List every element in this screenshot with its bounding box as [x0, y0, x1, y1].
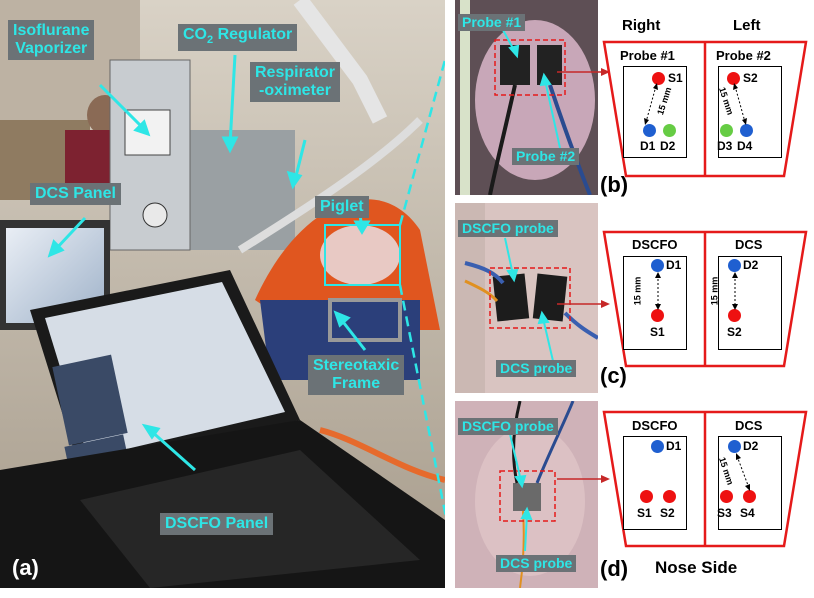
- panel-d-arrow: [557, 475, 610, 483]
- vaporizer-label-line1: Isoflurane: [13, 22, 90, 39]
- panel-b-probe1-label: Probe #1: [458, 14, 526, 31]
- regulator-text: Regulator: [213, 26, 293, 43]
- probe1-distance-arrow: [644, 83, 658, 125]
- vaporizer-label-line2: Vaporizer: [15, 40, 88, 57]
- d-source-s4-dot: [743, 490, 756, 503]
- stereotaxic-frame-label: Stereotaxic Frame: [308, 355, 405, 395]
- panel-b-box2-title: Probe #2: [716, 48, 771, 63]
- c-d2-label: D2: [743, 258, 759, 272]
- co2-regulator-label: CO2 Regulator: [178, 24, 298, 52]
- d3-label: D3: [717, 139, 733, 153]
- panel-b-box1-title: Probe #1: [620, 48, 675, 63]
- probe2-distance-arrow: [733, 83, 747, 125]
- d-d2-label: D2: [743, 439, 759, 453]
- co2-text: CO: [183, 26, 207, 43]
- panel-c-dscfo-probe-label: DSCFO probe: [458, 220, 558, 237]
- c-dcs-15mm-label: 15 mm: [709, 276, 720, 306]
- source-s1-dot: [652, 72, 665, 85]
- d-source-s3-dot: [720, 490, 733, 503]
- c-detector-d1-dot: [651, 259, 664, 272]
- nose-side-label: Nose Side: [655, 558, 738, 577]
- c-source-s2-dot: [728, 309, 741, 322]
- panel-c-box1-title: DSCFO: [632, 237, 678, 252]
- c-dscfo-15mm-label: 15 mm: [632, 276, 643, 306]
- detector-d2-dot: [663, 124, 676, 137]
- d-s3-label: S3: [717, 506, 732, 520]
- detector-d1-dot: [643, 124, 656, 137]
- d2-label: D2: [660, 139, 676, 153]
- lab-photo: [0, 0, 445, 588]
- respirator-label-line2: -oximeter: [259, 82, 332, 99]
- s1-label: S1: [668, 71, 683, 85]
- c-dcs-distance-arrow: [732, 272, 738, 310]
- d-source-s1-dot: [640, 490, 653, 503]
- panel-b-probe2-label: Probe #2: [512, 148, 580, 165]
- d-detector-d1-dot: [651, 440, 664, 453]
- panel-d-box2-title: DCS: [735, 418, 763, 433]
- col-right-header: Right: [622, 17, 661, 34]
- c-s1-label: S1: [650, 325, 665, 339]
- panel-c-arrow: [557, 300, 610, 308]
- dcs-panel-label: DCS Panel: [30, 183, 121, 205]
- d-s4-label: S4: [740, 506, 755, 520]
- d-s1-label: S1: [637, 506, 652, 520]
- c-dscfo-distance-arrow: [655, 272, 661, 310]
- isoflurane-vaporizer-label: Isoflurane Vaporizer: [8, 20, 95, 60]
- d-dcs-distance-arrow: [736, 453, 750, 491]
- co2-subscript: 2: [207, 34, 214, 47]
- panel-d-dcs-probe-label: DCS probe: [496, 555, 577, 572]
- dcs-layout-box: [718, 256, 782, 350]
- panel-a-letter: (a): [12, 555, 39, 580]
- dscfo-panel-label: DSCFO Panel: [160, 513, 274, 535]
- c-source-s1-dot: [651, 309, 664, 322]
- col-left-header: Left: [733, 17, 761, 34]
- d-d1-label: D1: [666, 439, 682, 453]
- source-s2-dot: [727, 72, 740, 85]
- c-detector-d2-dot: [728, 259, 741, 272]
- d1-label: D1: [640, 139, 656, 153]
- s2-label: S2: [743, 71, 758, 85]
- d-detector-d2-dot: [728, 440, 741, 453]
- panel-c-letter: (c): [600, 363, 627, 388]
- detector-d4-dot: [740, 124, 753, 137]
- respirator-oximeter-label: Respirator -oximeter: [250, 62, 341, 102]
- stereo-label-line1: Stereotaxic: [313, 357, 400, 374]
- respirator-label-line1: Respirator: [255, 64, 336, 81]
- d-s2-label: S2: [660, 506, 675, 520]
- panel-d-letter: (d): [600, 556, 629, 581]
- d-source-s2-dot: [663, 490, 676, 503]
- panel-b-arrow: [557, 68, 610, 76]
- panel-d-dscfo-probe-label: DSCFO probe: [458, 418, 558, 435]
- panel-d-box1-title: DSCFO: [632, 418, 678, 433]
- piglet-label: Piglet: [315, 196, 369, 218]
- d4-label: D4: [737, 139, 753, 153]
- lab-photo-illustration: [0, 0, 445, 588]
- panel-b-letter: (b): [600, 172, 629, 197]
- detector-d3-dot: [720, 124, 733, 137]
- c-d1-label: D1: [666, 258, 682, 272]
- d-dcs-layout-box: [718, 436, 782, 530]
- panel-c-box2-title: DCS: [735, 237, 763, 252]
- stereo-label-line2: Frame: [332, 375, 381, 392]
- panel-c-dcs-probe-label: DCS probe: [496, 360, 577, 377]
- c-s2-label: S2: [727, 325, 742, 339]
